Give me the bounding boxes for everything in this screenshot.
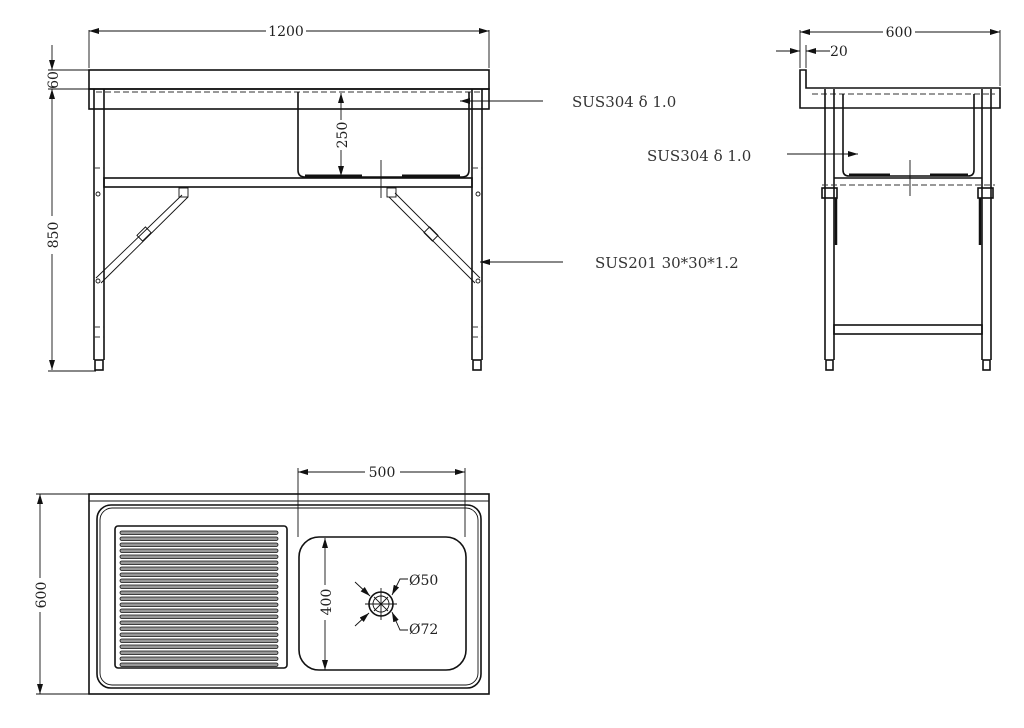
dim-backsplash-20: 20 — [830, 44, 848, 60]
top-outline — [88, 493, 490, 695]
front-brace-left — [95, 187, 189, 284]
drainboard-ribs — [119, 530, 279, 667]
callout-bowl-material: SUS304 δ 1.0 — [647, 147, 751, 165]
dim-side-depth-600: 600 — [886, 25, 913, 41]
dim-drain-72: Ø72 — [409, 622, 438, 638]
front-apron — [88, 88, 490, 110]
top-view: Ø50 Ø72 500 400 600 — [34, 465, 490, 695]
dim-bowl-depth-400: 400 — [319, 589, 335, 616]
front-view: 1200 60 850 250 — [46, 24, 563, 372]
dim-bowl-width-500: 500 — [369, 465, 396, 481]
front-top-slab — [88, 69, 490, 90]
callout-leg-material: SUS201 30*30*1.2 — [595, 254, 739, 272]
top-bowl — [298, 536, 467, 671]
drain-fitting — [354, 578, 408, 631]
side-top-and-backsplash — [799, 69, 1001, 109]
drainboard — [114, 525, 288, 669]
dim-bowl-depth-250: 250 — [335, 122, 351, 149]
dim-top-60: 60 — [46, 71, 62, 89]
dim-height-850: 850 — [46, 222, 62, 249]
front-brace-right — [386, 187, 481, 284]
side-view: 600 20 — [776, 25, 1001, 371]
dim-top-depth-600: 600 — [34, 582, 50, 609]
front-cross-rail — [103, 177, 473, 188]
callout-top-material: SUS304 δ 1.0 — [572, 93, 676, 111]
dim-drain-50: Ø50 — [409, 573, 438, 589]
dim-width-1200: 1200 — [268, 24, 304, 40]
front-bowl — [297, 92, 470, 178]
